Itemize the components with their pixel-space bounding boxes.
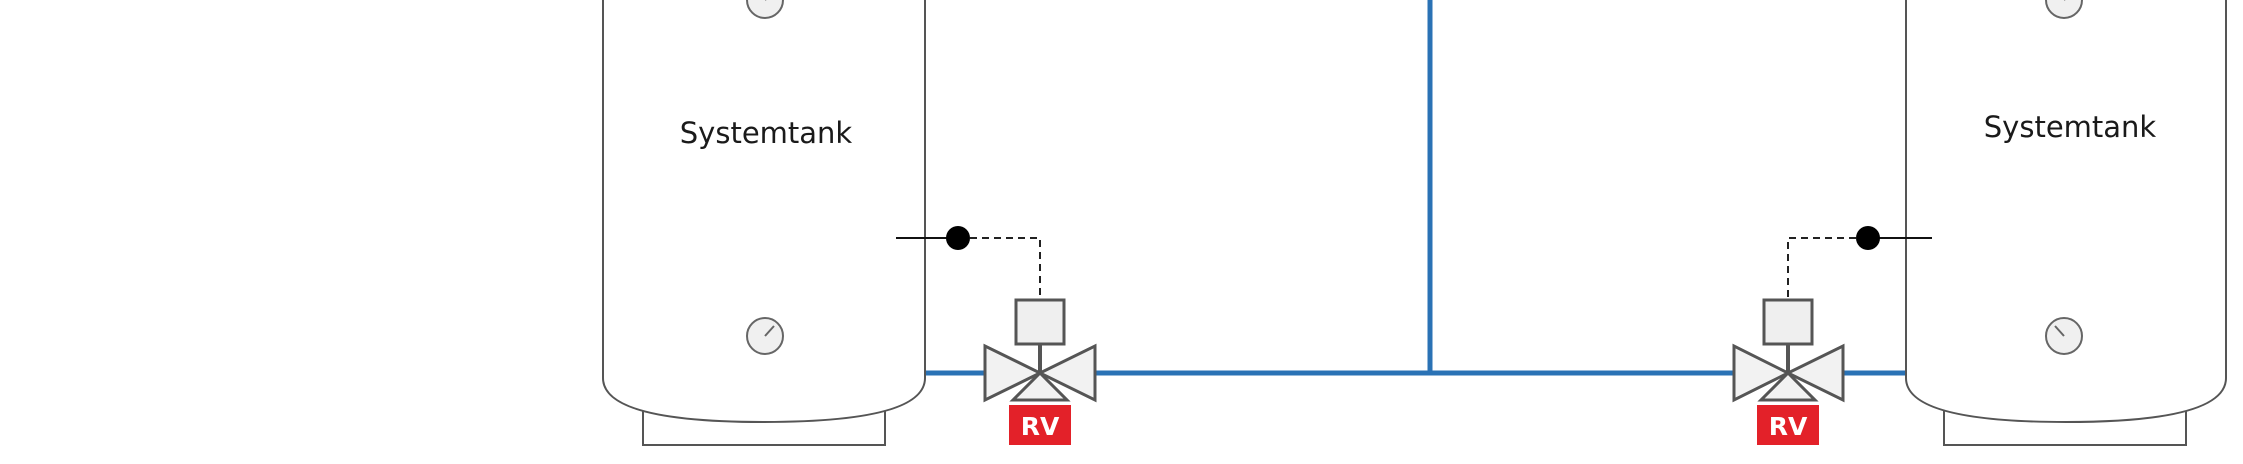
right-temperature-sensor <box>1787 226 1932 300</box>
right-control-valve: RV <box>1732 298 1845 445</box>
right-tank-label: Systemtank <box>1984 110 2157 144</box>
pipe-network <box>920 0 1906 376</box>
left-valve-body-right-icon <box>1036 343 1097 403</box>
right-rv-badge <box>1757 405 1819 445</box>
right-rv-badge-label: RV <box>1769 412 1808 441</box>
right-tank-top-gauge-icon <box>2045 0 2083 19</box>
left-sensor-dot <box>946 226 970 250</box>
right-tank-bottom-gauge-icon <box>2045 317 2083 355</box>
left-valve-body-bottom-icon <box>1009 370 1071 402</box>
left-system-tank: Systemtank <box>602 0 1041 446</box>
left-sensor-signal-line <box>970 237 1041 300</box>
left-rv-badge <box>1009 405 1071 445</box>
left-valve-body-left-icon <box>983 343 1044 403</box>
right-valve-body-right-icon <box>1784 343 1845 403</box>
left-control-valve: RV <box>983 298 1097 445</box>
left-temperature-sensor <box>896 226 1041 300</box>
right-valve-body-bottom-icon <box>1757 370 1819 402</box>
right-tank-body <box>1905 0 2227 424</box>
left-tank-body <box>602 0 926 424</box>
left-rv-badge-label: RV <box>1021 412 1060 441</box>
left-tank-top-gauge-icon <box>746 0 784 19</box>
right-system-tank: Systemtank <box>1787 0 2227 446</box>
left-tank-label: Systemtank <box>680 116 853 150</box>
right-sensor-dot <box>1856 226 1880 250</box>
right-sensor-signal-line <box>1787 237 1856 300</box>
right-valve-actuator <box>1762 298 1814 346</box>
left-tank-bottom-gauge-icon <box>746 317 784 355</box>
right-valve-body-left-icon <box>1732 343 1792 403</box>
left-valve-actuator <box>1014 298 1066 346</box>
